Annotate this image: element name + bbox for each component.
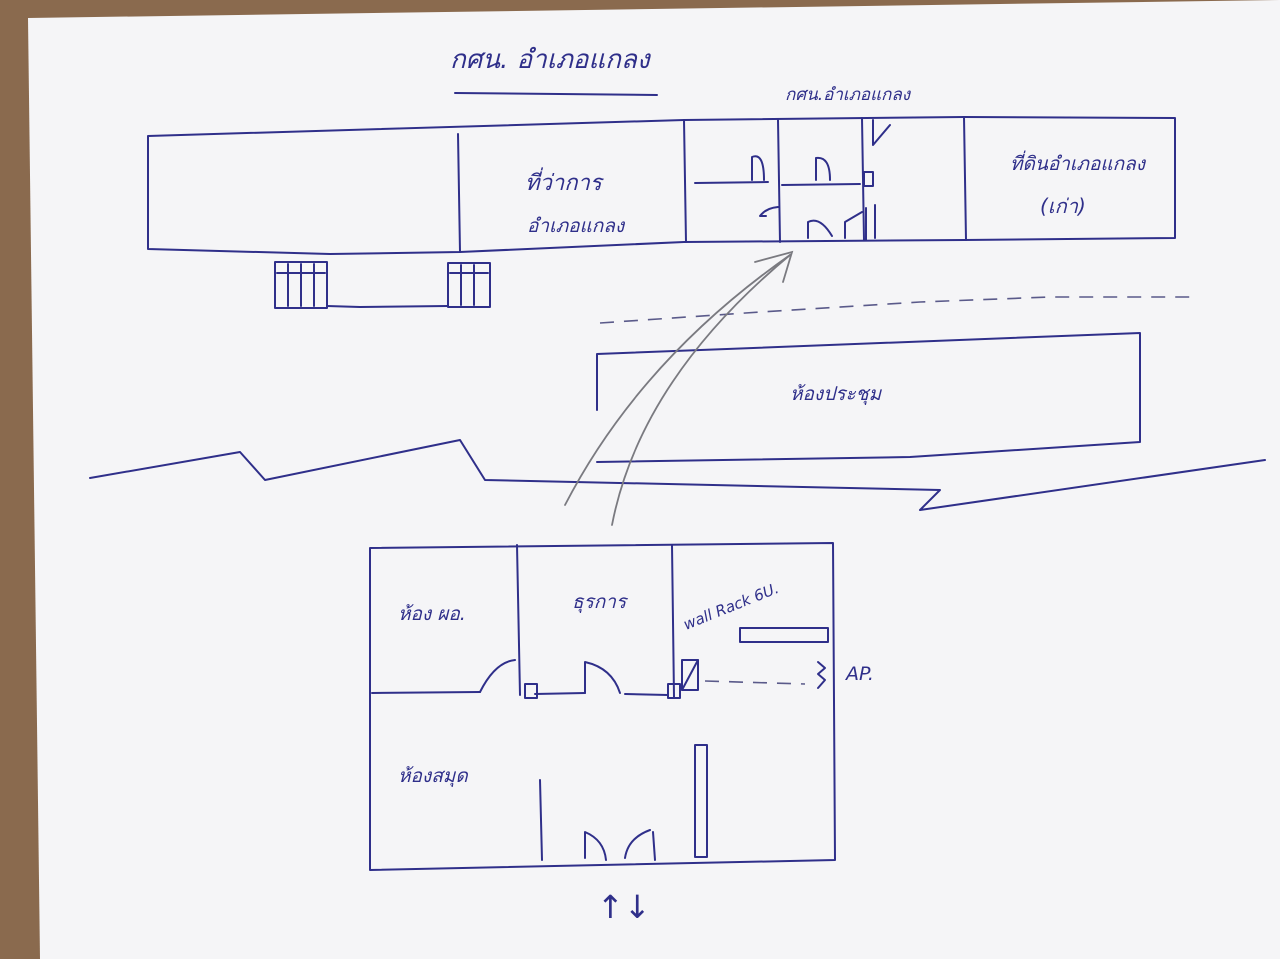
room-label-library: ห้องสมุด xyxy=(398,765,469,787)
dashed-boundary xyxy=(599,296,1195,324)
paper-sheet xyxy=(28,0,1280,959)
page-title: กศน. อำเภอแกลง xyxy=(450,45,652,75)
pointer-arrow xyxy=(564,250,794,526)
stairs-right xyxy=(447,262,491,308)
top-building xyxy=(147,116,1176,309)
access-point-icon xyxy=(817,661,826,689)
room-label-nfe-office: กศน.อำเภอแกลง xyxy=(785,85,912,105)
label-access-point: AP. xyxy=(844,663,874,685)
room-label-land-office-2: (เก่า) xyxy=(1040,194,1086,218)
room-label-district-office-1: ที่ว่าการ xyxy=(525,167,605,196)
meeting-room-outline xyxy=(596,332,1141,463)
title-underline xyxy=(454,92,658,96)
room-label-land-office-1: ที่ดินอำเภอแกลง xyxy=(1010,150,1147,175)
room-label-director: ห้อง ผอ. xyxy=(398,603,466,625)
access-point-mount xyxy=(739,627,829,643)
break-line xyxy=(89,439,1266,511)
wall-rack xyxy=(681,659,699,691)
office-floor-plan xyxy=(369,542,836,871)
room-label-staff: ธุรการ xyxy=(572,591,629,613)
room-label-meeting: ห้องประชุม xyxy=(790,383,883,405)
entrance-arrows: ↑↓ xyxy=(597,888,651,926)
stairs-left xyxy=(274,261,328,309)
room-label-district-office-2: อำเภอแกลง xyxy=(527,215,626,237)
